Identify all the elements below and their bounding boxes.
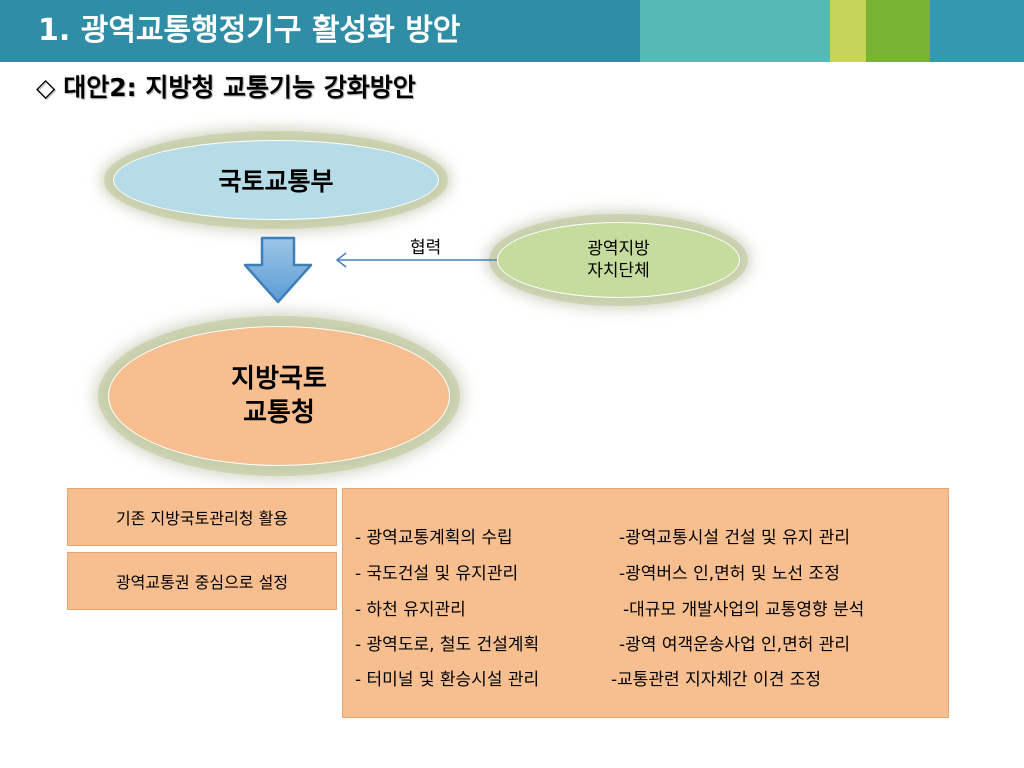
title-decor-green xyxy=(866,0,930,62)
task-row: - 하천 유지관리 -대규모 개발사업의 교통영향 분석 xyxy=(355,595,864,620)
cooperation-label: 협력 xyxy=(410,238,442,258)
task-list-box: - 광역교통계획의 수립 -광역교통시설 건설 및 유지 관리 - 국도건설 및… xyxy=(342,488,949,718)
regional-office-label-line1: 지방국토 xyxy=(231,364,327,394)
regional-office-label-line2: 교통청 xyxy=(243,398,315,428)
task-left: - 터미널 및 환승시설 관리 xyxy=(355,670,540,690)
task-row: - 터미널 및 환승시설 관리 -교통관련 지자체간 이견 조정 xyxy=(355,665,821,690)
local-government-label-line2: 자치단체 xyxy=(587,261,650,281)
task-row: - 광역도로, 철도 건설계획 -광역 여객운송사업 인,면허 관리 xyxy=(355,630,850,655)
ministry-label: 국토교통부 xyxy=(218,167,334,196)
title-decor-teal xyxy=(640,0,830,62)
title-decor-lime xyxy=(830,0,866,62)
task-left: - 광역교통계획의 수립 xyxy=(355,528,513,548)
subtitle-text: 대안2: 지방청 교통기능 강화방안 xyxy=(63,73,416,102)
local-government-label-line1: 광역지방 xyxy=(587,239,650,259)
task-row: - 국도건설 및 유지관리 -광역버스 인,면허 및 노선 조정 xyxy=(355,559,840,584)
task-row: - 광역교통계획의 수립 -광역교통시설 건설 및 유지 관리 xyxy=(355,523,850,548)
local-government-node: 광역지방 자치단체 xyxy=(497,222,740,298)
title-decor-blue xyxy=(930,0,1024,62)
down-arrow-icon xyxy=(243,236,313,304)
diamond-icon: ◇ xyxy=(36,73,56,102)
section-subtitle: ◇대안2: 지방청 교통기능 강화방안 xyxy=(36,68,416,108)
task-right: -광역버스 인,면허 및 노선 조정 xyxy=(619,564,840,584)
task-right: -대규모 개발사업의 교통영향 분석 xyxy=(623,600,865,620)
note-box-regional-basis: 광역교통권 중심으로 설정 xyxy=(67,552,337,610)
ministry-node: 국토교통부 xyxy=(113,140,439,220)
task-right: -광역 여객운송사업 인,면허 관리 xyxy=(619,635,851,655)
page-title: 1. 광역교통행정기구 활성화 방안 xyxy=(38,13,461,48)
left-arrowhead-icon xyxy=(335,252,347,268)
note-text: 광역교통권 중심으로 설정 xyxy=(115,573,289,592)
task-right: -광역교통시설 건설 및 유지 관리 xyxy=(619,528,851,548)
note-text: 기존 지방국토관리청 활용 xyxy=(115,509,289,528)
task-left: - 국도건설 및 유지관리 xyxy=(355,564,519,584)
task-right: -교통관련 지자체간 이견 조정 xyxy=(611,670,822,690)
regional-office-node: 지방국토 교통청 xyxy=(108,326,450,466)
task-left: - 하천 유지관리 xyxy=(355,600,466,620)
task-left: - 광역도로, 철도 건설계획 xyxy=(355,635,540,655)
title-bar: 1. 광역교통행정기구 활성화 방안 xyxy=(0,0,1024,62)
note-box-existing-office: 기존 지방국토관리청 활용 xyxy=(67,488,337,546)
